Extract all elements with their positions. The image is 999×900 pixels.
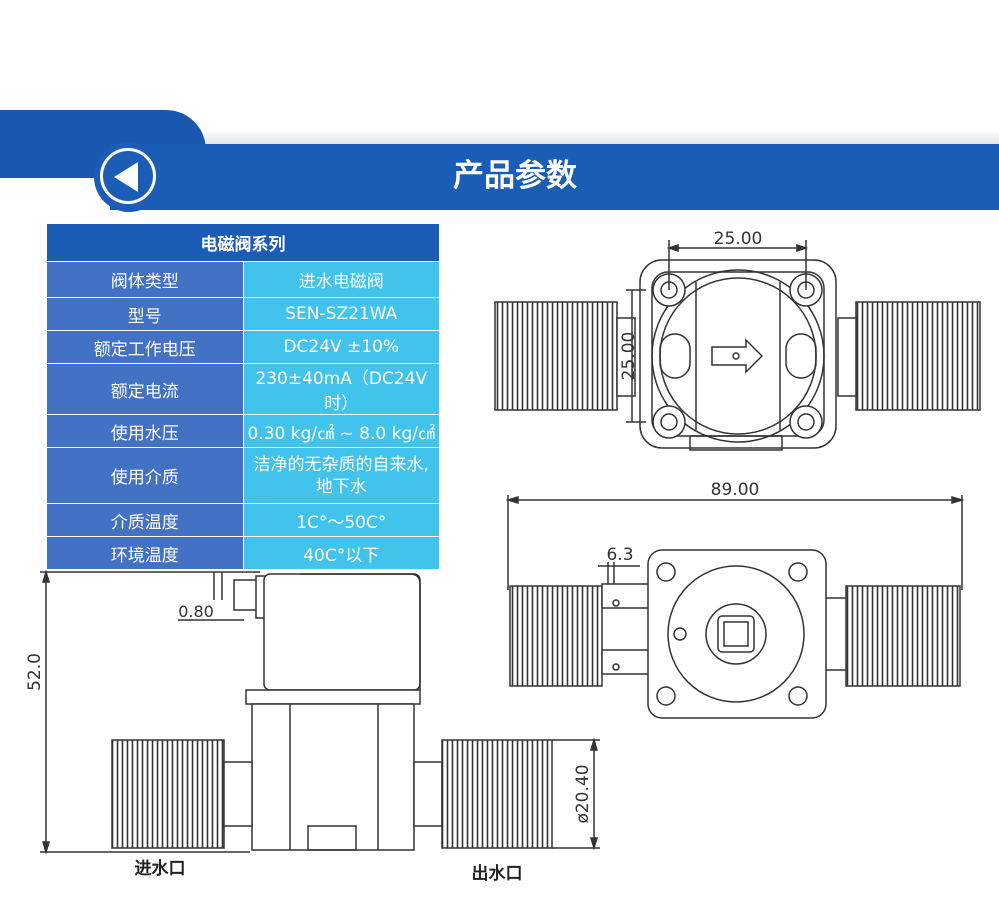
spec-value: 洁净的无杂质的自来水, 地下水 xyxy=(242,447,440,504)
header-shadow xyxy=(206,130,999,144)
dim-length: 89.00 xyxy=(711,480,760,500)
top-view xyxy=(494,240,981,451)
spec-value: 40C°以下 xyxy=(242,536,440,570)
spec-key: 额定电流 xyxy=(46,363,244,415)
outlet-label: 出水口 xyxy=(472,863,523,884)
back-button-ring xyxy=(100,148,156,204)
back-button[interactable] xyxy=(94,142,164,212)
dim-height: 52.0 xyxy=(25,653,45,691)
spec-table-title: 电磁阀系列 xyxy=(46,223,440,262)
dim-terminal: 6.3 xyxy=(606,545,633,565)
back-arrow-icon xyxy=(114,162,138,192)
front-view xyxy=(505,495,965,719)
spec-value: SEN-SZ21WA xyxy=(242,297,440,331)
dim-pin: 0.80 xyxy=(178,602,214,621)
header-bar xyxy=(110,144,999,210)
spec-value: DC24V ±10% xyxy=(242,330,440,364)
spec-key: 环境温度 xyxy=(46,536,244,570)
spec-key: 使用水压 xyxy=(46,414,244,448)
dim-top-width: 25.00 xyxy=(714,229,763,249)
spec-key: 使用介质 xyxy=(46,447,244,504)
inlet-label: 进水口 xyxy=(135,858,186,879)
page-title: 产品参数 xyxy=(453,158,577,194)
spec-value: 230±40mA（DC24V时） xyxy=(242,363,440,415)
spec-key: 介质温度 xyxy=(46,503,244,537)
side-view xyxy=(40,569,600,855)
spec-value: 1C°～50C° xyxy=(242,503,440,537)
spec-value: 0.30 kg/㎠ ~ 8.0 kg/㎠ xyxy=(242,414,440,448)
dim-thread-diameter: ø20.40 xyxy=(573,764,593,823)
dim-top-height: 25.00 xyxy=(619,332,639,381)
